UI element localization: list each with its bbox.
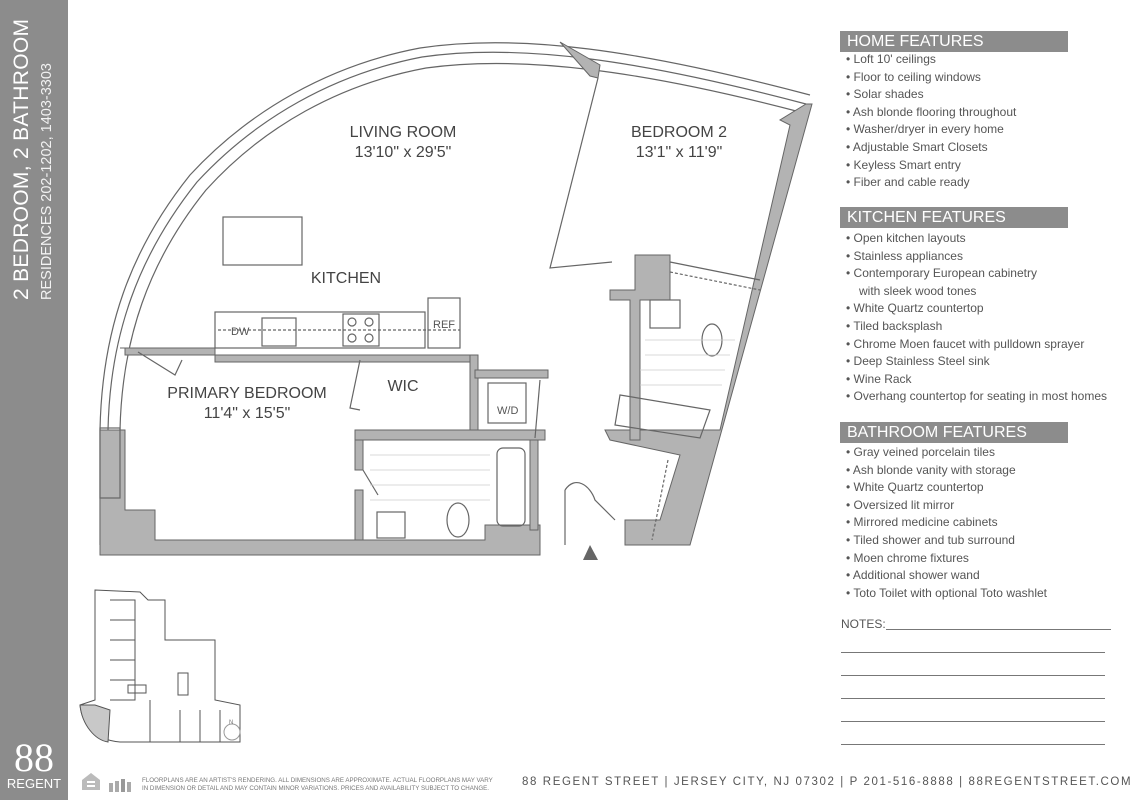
home-features-list: Loft 10' ceilings Floor to ceiling windo… [846,51,1016,192]
room-dims: 11'4" x 15'5" [203,405,291,422]
refrigerator-label: REF [433,319,455,331]
notes-line [841,698,1105,699]
feature-item: Solar shades [846,86,1016,104]
cooktop [342,313,380,347]
entry-triangle-icon [583,545,598,560]
feature-item: Toto Toilet with optional Toto washlet [846,585,1047,603]
feature-item: Wine Rack [846,371,1107,389]
green-building-icon [109,779,131,792]
home-features-header: HOME FEATURES [840,31,1068,52]
feature-item: Loft 10' ceilings [846,51,1016,69]
bathroom-features-header: BATHROOM FEATURES [840,422,1068,443]
footer-address: 88 REGENT STREET | JERSEY CITY, NJ 07302… [522,776,1132,788]
logo-text: REGENT [6,776,62,791]
feature-item: Deep Stainless Steel sink [846,353,1107,371]
notes-label: NOTES: [841,617,886,631]
notes-line [886,629,1111,630]
feature-item: Adjustable Smart Closets [846,139,1016,157]
dishwasher-label: DW [231,326,250,338]
room-name: WIC [387,378,419,395]
disclaimer-line: FLOORPLANS ARE AN ARTIST'S RENDERING. AL… [142,777,493,784]
room-dims: 13'1" x 11'9" [635,144,723,161]
feature-item: Stainless appliances [846,248,1107,266]
feature-item: Ash blonde vanity with storage [846,462,1047,480]
room-primary-bedroom: PRIMARY BEDROOM 11'4" x 15'5" [167,384,326,424]
notes-line [841,744,1105,745]
walls [99,41,813,556]
feature-item: Tiled backsplash [846,318,1107,336]
notes-line [841,721,1105,722]
kitchen-features-header: KITCHEN FEATURES [840,207,1068,228]
feature-item: White Quartz countertop [846,479,1047,497]
feature-item: Mirrored medicine cabinets [846,514,1047,532]
tile-pattern [370,339,735,501]
disclaimer-line: IN DIMENSION OR DETAIL AND MAY CONTAIN M… [142,785,490,792]
notes-line [841,652,1105,653]
vanity [376,511,406,539]
room-bedroom-2: BEDROOM 2 13'1" x 11'9" [631,123,727,163]
kitchen-island [222,216,303,266]
window [99,427,121,499]
logo-number: 88 [14,735,54,780]
feature-item: Moen chrome fixtures [846,550,1047,568]
feature-item: Additional shower wand [846,567,1047,585]
equal-housing-icon [82,773,100,790]
feature-item: Chrome Moen faucet with pulldown sprayer [846,336,1107,354]
notes-line [841,675,1105,676]
key-plan [79,589,241,743]
room-name: PRIMARY BEDROOM [167,385,327,402]
feature-item: Floor to ceiling windows [846,69,1016,87]
room-dims: 13'10" x 29'5" [354,144,452,161]
room-kitchen: KITCHEN [311,269,381,289]
feature-item: Gray veined porcelain tiles [846,444,1047,462]
feature-item: Keyless Smart entry [846,157,1016,175]
room-name: BEDROOM 2 [630,124,728,141]
room-wic: WIC [387,377,418,397]
room-name: KITCHEN [310,270,382,287]
compass-north: N [229,720,233,726]
feature-item: Oversized lit mirror [846,497,1047,515]
refrigerator [427,297,461,349]
feature-item: Contemporary European cabinetry [846,265,1107,283]
feature-item: White Quartz countertop [846,300,1107,318]
washer-dryer [487,382,527,424]
room-living: LIVING ROOM 13'10" x 29'5" [350,123,457,163]
feature-item: Open kitchen layouts [846,230,1107,248]
bathroom-features-list: Gray veined porcelain tiles Ash blonde v… [846,444,1047,602]
bath2-vanity [649,299,681,329]
feature-item: Washer/dryer in every home [846,121,1016,139]
kitchen-sink [261,317,297,347]
bathtub [496,447,526,527]
sidebar: 2 BEDROOM, 2 BATHROOM RESIDENCES 202-120… [0,0,68,800]
shower [614,394,711,439]
feature-item: Fiber and cable ready [846,174,1016,192]
curved-window-wall [99,42,811,545]
washer-dryer-label: W/D [497,405,519,417]
feature-item: Tiled shower and tub surround [846,532,1047,550]
room-name: LIVING ROOM [349,124,457,141]
feature-item: Overhang countertop for seating in most … [846,388,1107,406]
feature-item-continued: with sleek wood tones [859,283,977,298]
feature-item: Ash blonde flooring throughout [846,104,1016,122]
kitchen-features-list: Open kitchen layouts Stainless appliance… [846,230,1107,406]
disclaimer: FLOORPLANS ARE AN ARTIST'S RENDERING. AL… [142,777,493,793]
toilet [446,502,470,538]
